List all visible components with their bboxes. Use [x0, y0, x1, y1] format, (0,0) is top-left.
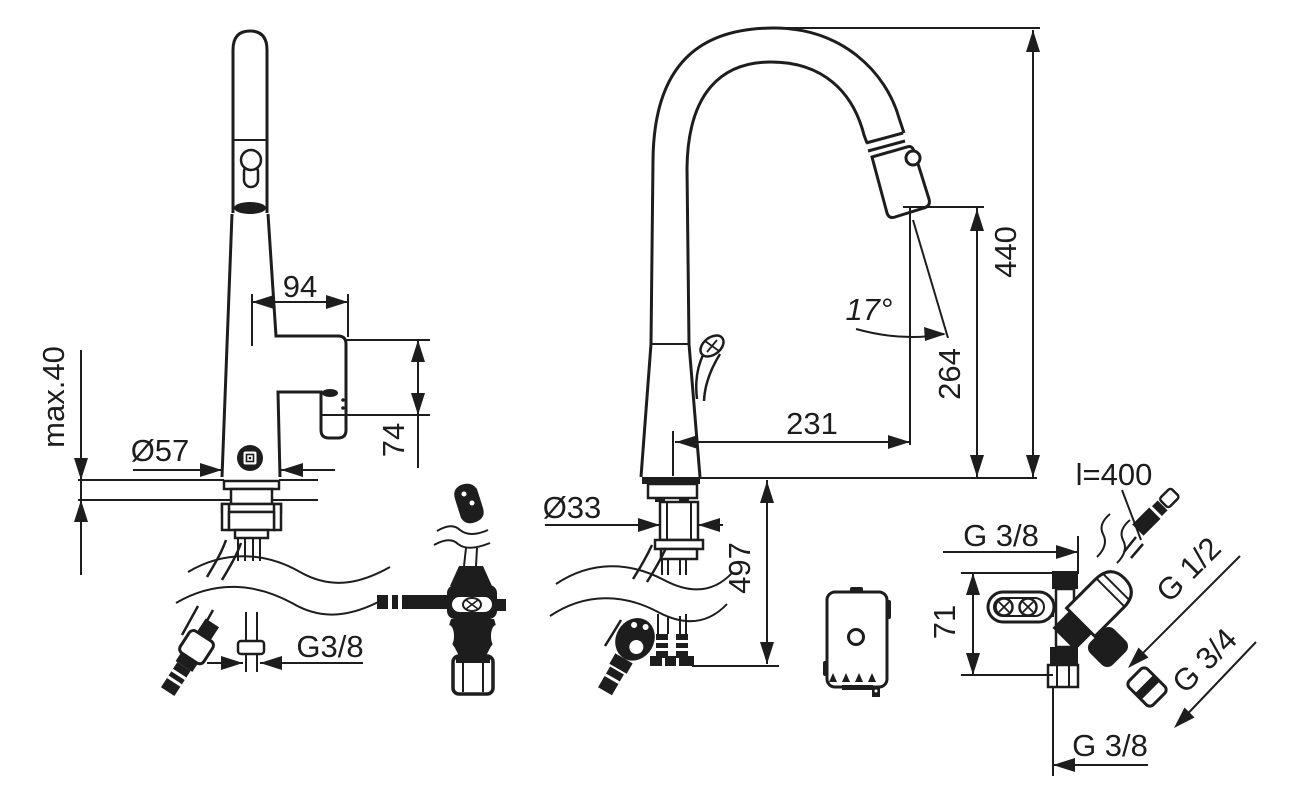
front-view-dimensions: Ø33 497 231 264 440 17°	[543, 27, 1040, 667]
supply-nut-icon	[236, 639, 266, 656]
break-wave-icon	[1096, 513, 1111, 558]
break-wave-icon	[187, 555, 391, 584]
dim-outlet-thread-bottom: G 3/8	[1072, 728, 1148, 763]
valve-outlet-nut-icon	[1087, 626, 1129, 668]
control-box-body-icon	[825, 590, 889, 689]
hose-end-icon	[1132, 487, 1180, 536]
dim-inlet-thread-top: G 3/8	[963, 518, 1039, 553]
dim-deck-thickness: max.40	[36, 346, 71, 448]
dim-base-diameter: Ø57	[131, 433, 190, 468]
dishwasher-valve-icon	[1052, 570, 1133, 651]
dim-supply-thread: G3/8	[296, 629, 363, 664]
control-box-button-icon	[847, 628, 865, 646]
handle-joint-icon	[234, 202, 266, 214]
lever-icon	[695, 353, 722, 402]
dim-outlet-height: 264	[932, 348, 967, 400]
pipe-end-icon	[650, 656, 694, 666]
body-outline-icon	[220, 213, 348, 478]
control-box	[823, 587, 891, 697]
break-wave-icon	[1116, 519, 1131, 564]
dim-hose-length: l=400	[1076, 457, 1153, 492]
dim-shank-diameter: Ø33	[543, 490, 602, 525]
side-view-dimensions: 94 74 max.40 Ø57 G3/8	[36, 269, 430, 670]
faucet-side-view	[78, 29, 391, 696]
hose-connector-icon	[598, 618, 655, 696]
spout-inner-icon	[685, 60, 869, 345]
spray-head-icon	[454, 483, 484, 524]
break-wave-icon	[549, 597, 728, 623]
faucet-front-view	[549, 26, 1037, 696]
valve-assembly-detail	[986, 487, 1180, 776]
hose-connector-icon	[160, 618, 220, 696]
dim-spout-reach-front: 231	[786, 406, 838, 441]
break-wave-icon	[175, 585, 387, 616]
pipe-top-fitting-icon	[1052, 571, 1078, 589]
dim-spray-angle: 17°	[846, 292, 893, 327]
break-wave-icon	[555, 565, 733, 591]
dim-outlet-thread: G 1/2	[1149, 530, 1227, 608]
dim-bracket-offset: 71	[927, 605, 962, 639]
dim-adapter-thread: G 3/4	[1165, 621, 1243, 699]
base-flange-icon	[642, 477, 700, 484]
handle-outline-icon	[231, 29, 269, 213]
dim-spout-height: 74	[376, 423, 411, 457]
dim-total-height: 440	[988, 226, 1023, 278]
handle-sensor-icon	[239, 148, 263, 172]
mounting-shank-icon	[658, 500, 700, 542]
dim-spout-reach-side: 94	[283, 269, 317, 304]
spray-outlet-icon	[322, 389, 338, 397]
dim-hose-drop: 497	[722, 542, 757, 594]
spray-valve-detail	[377, 483, 506, 696]
